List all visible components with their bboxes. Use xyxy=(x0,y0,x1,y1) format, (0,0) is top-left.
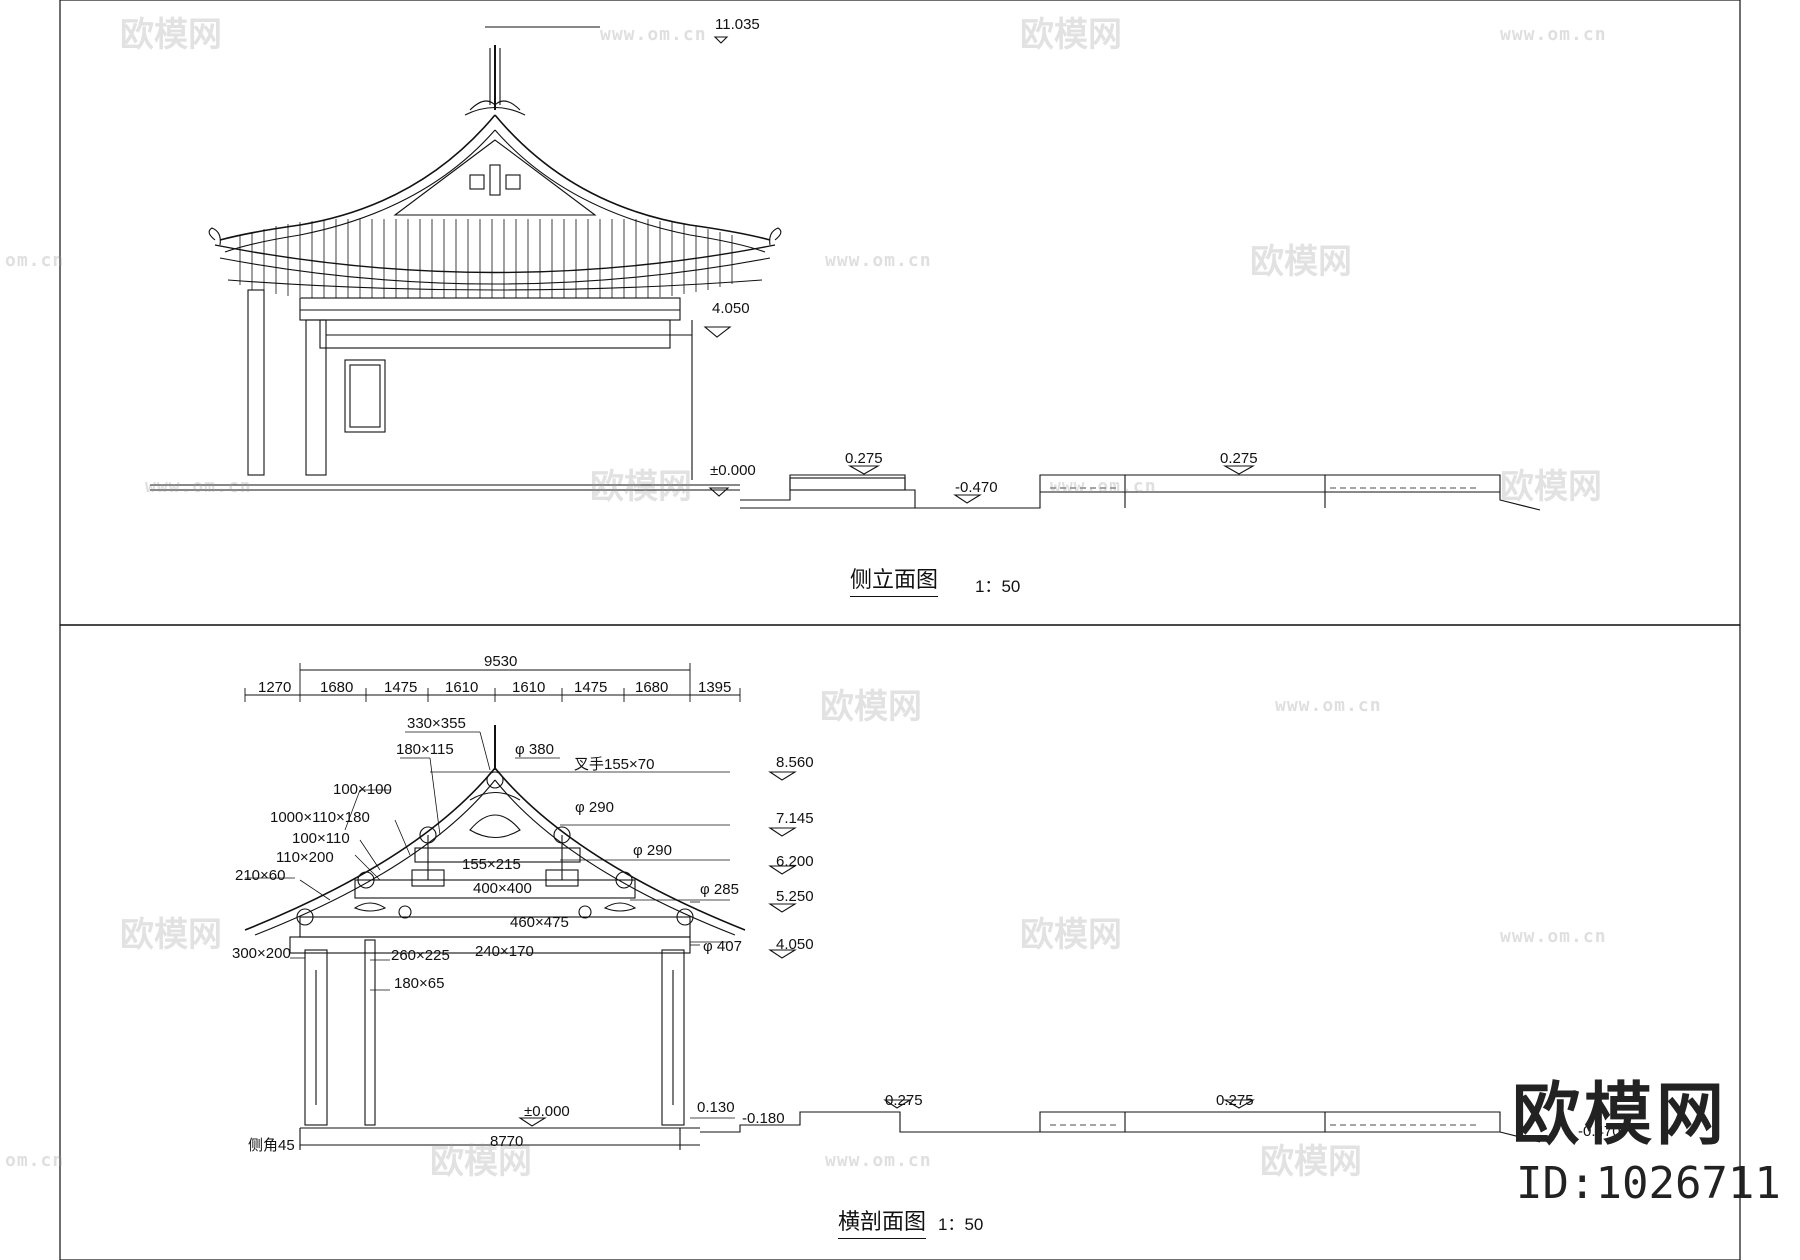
ridge-level: 11.035 xyxy=(715,16,760,33)
level-label: 0.275 xyxy=(885,1092,923,1109)
watermark-logo: 欧模网 xyxy=(820,687,922,727)
member-label: 180×65 xyxy=(394,975,445,992)
upper-frame xyxy=(59,0,1741,626)
cross-section xyxy=(244,663,1541,1150)
platform-level-a: 0.275 xyxy=(845,450,883,467)
watermark-url: www.om.cn xyxy=(145,476,252,497)
watermark-url: www.om.cn xyxy=(600,24,707,45)
dim-bay: 1680 xyxy=(635,679,669,696)
upper-view-title: 侧立面图 xyxy=(850,570,939,597)
level-label: 0.275 xyxy=(1216,1092,1254,1109)
watermark-logo: 欧模网 xyxy=(430,1142,532,1182)
member-label: 110×200 xyxy=(276,849,334,866)
eave-level: 4.050 xyxy=(712,300,750,317)
watermark-logo: 欧模网 xyxy=(590,467,692,507)
brand-logo-text: 欧模网 xyxy=(1512,1076,1729,1155)
member-label: 100×100 xyxy=(333,781,392,798)
watermark-logo: 欧模网 xyxy=(1020,15,1122,55)
watermark-url: www.om.cn xyxy=(825,1150,932,1171)
member-label: 460×475 xyxy=(510,914,569,931)
watermark-url: www.om.cn xyxy=(1050,476,1157,497)
member-label: 210×60 xyxy=(235,867,286,884)
upper-view-scale: 1：50 xyxy=(975,577,1021,596)
watermark-logo: 欧模网 xyxy=(1500,467,1602,507)
watermark-logo: 欧模网 xyxy=(120,915,222,955)
member-label: φ 407 xyxy=(703,938,742,955)
level-label: 6.200 xyxy=(776,853,814,870)
watermark-logo: 欧模网 xyxy=(1260,1142,1362,1182)
member-label: 330×355 xyxy=(407,715,466,732)
member-label: 260×225 xyxy=(391,947,450,964)
watermark-url: om.cn xyxy=(5,1150,65,1171)
dim-overall-top: 9530 xyxy=(484,653,518,670)
dim-bay: 1270 xyxy=(258,679,292,696)
level-label: 0.130 xyxy=(697,1099,735,1116)
level-label: -0.470 xyxy=(1578,1123,1621,1140)
member-label: φ 380 xyxy=(515,741,554,758)
side-corner-label: 侧角45 xyxy=(248,1137,295,1154)
lower-level: -0.470 xyxy=(955,479,998,496)
dim-bay: 1610 xyxy=(445,679,479,696)
ground-level: ±0.000 xyxy=(710,462,756,479)
level-label: ±0.000 xyxy=(524,1103,570,1120)
dim-overall-bottom: 8770 xyxy=(490,1133,524,1150)
model-id: ID:1026711 xyxy=(1516,1158,1781,1209)
platform-level-b: 0.275 xyxy=(1220,450,1258,467)
lower-view-scale: 1：50 xyxy=(938,1215,984,1234)
lower-view-title: 横剖面图 xyxy=(838,1212,927,1239)
watermark-url: om.cn xyxy=(5,250,65,271)
watermark-url: www.om.cn xyxy=(1500,24,1607,45)
watermark-url: www.om.cn xyxy=(1500,926,1607,947)
member-label: 180×115 xyxy=(396,741,454,758)
level-label: 5.250 xyxy=(776,888,814,905)
member-label: 1000×110×180 xyxy=(270,809,370,826)
member-label: 400×400 xyxy=(473,880,532,897)
dim-bay: 1395 xyxy=(698,679,732,696)
dim-bay: 1680 xyxy=(320,679,354,696)
level-label: -0.180 xyxy=(742,1110,785,1127)
watermark-logo: 欧模网 xyxy=(1250,242,1352,282)
member-label: φ 290 xyxy=(575,799,614,816)
member-label: φ 285 xyxy=(700,881,739,898)
member-label: 100×110 xyxy=(292,830,350,847)
watermark-logo: 欧模网 xyxy=(1020,915,1122,955)
watermark-url: www.om.cn xyxy=(825,250,932,271)
level-label: 4.050 xyxy=(776,936,814,953)
dim-bay: 1475 xyxy=(574,679,608,696)
dim-bay: 1610 xyxy=(512,679,546,696)
member-label: φ 290 xyxy=(633,842,672,859)
level-label: 8.560 xyxy=(776,754,814,771)
watermark-logo: 欧模网 xyxy=(120,15,222,55)
dim-bay: 1475 xyxy=(384,679,418,696)
side-elevation xyxy=(150,26,1541,511)
member-label: 叉手155×70 xyxy=(574,756,655,773)
watermark-url: www.om.cn xyxy=(1275,695,1382,716)
level-label: 7.145 xyxy=(776,810,814,827)
member-label: 300×200 xyxy=(232,945,291,962)
member-label: 155×215 xyxy=(462,856,521,873)
lower-frame xyxy=(59,624,1741,1260)
member-label: 240×170 xyxy=(475,943,534,960)
